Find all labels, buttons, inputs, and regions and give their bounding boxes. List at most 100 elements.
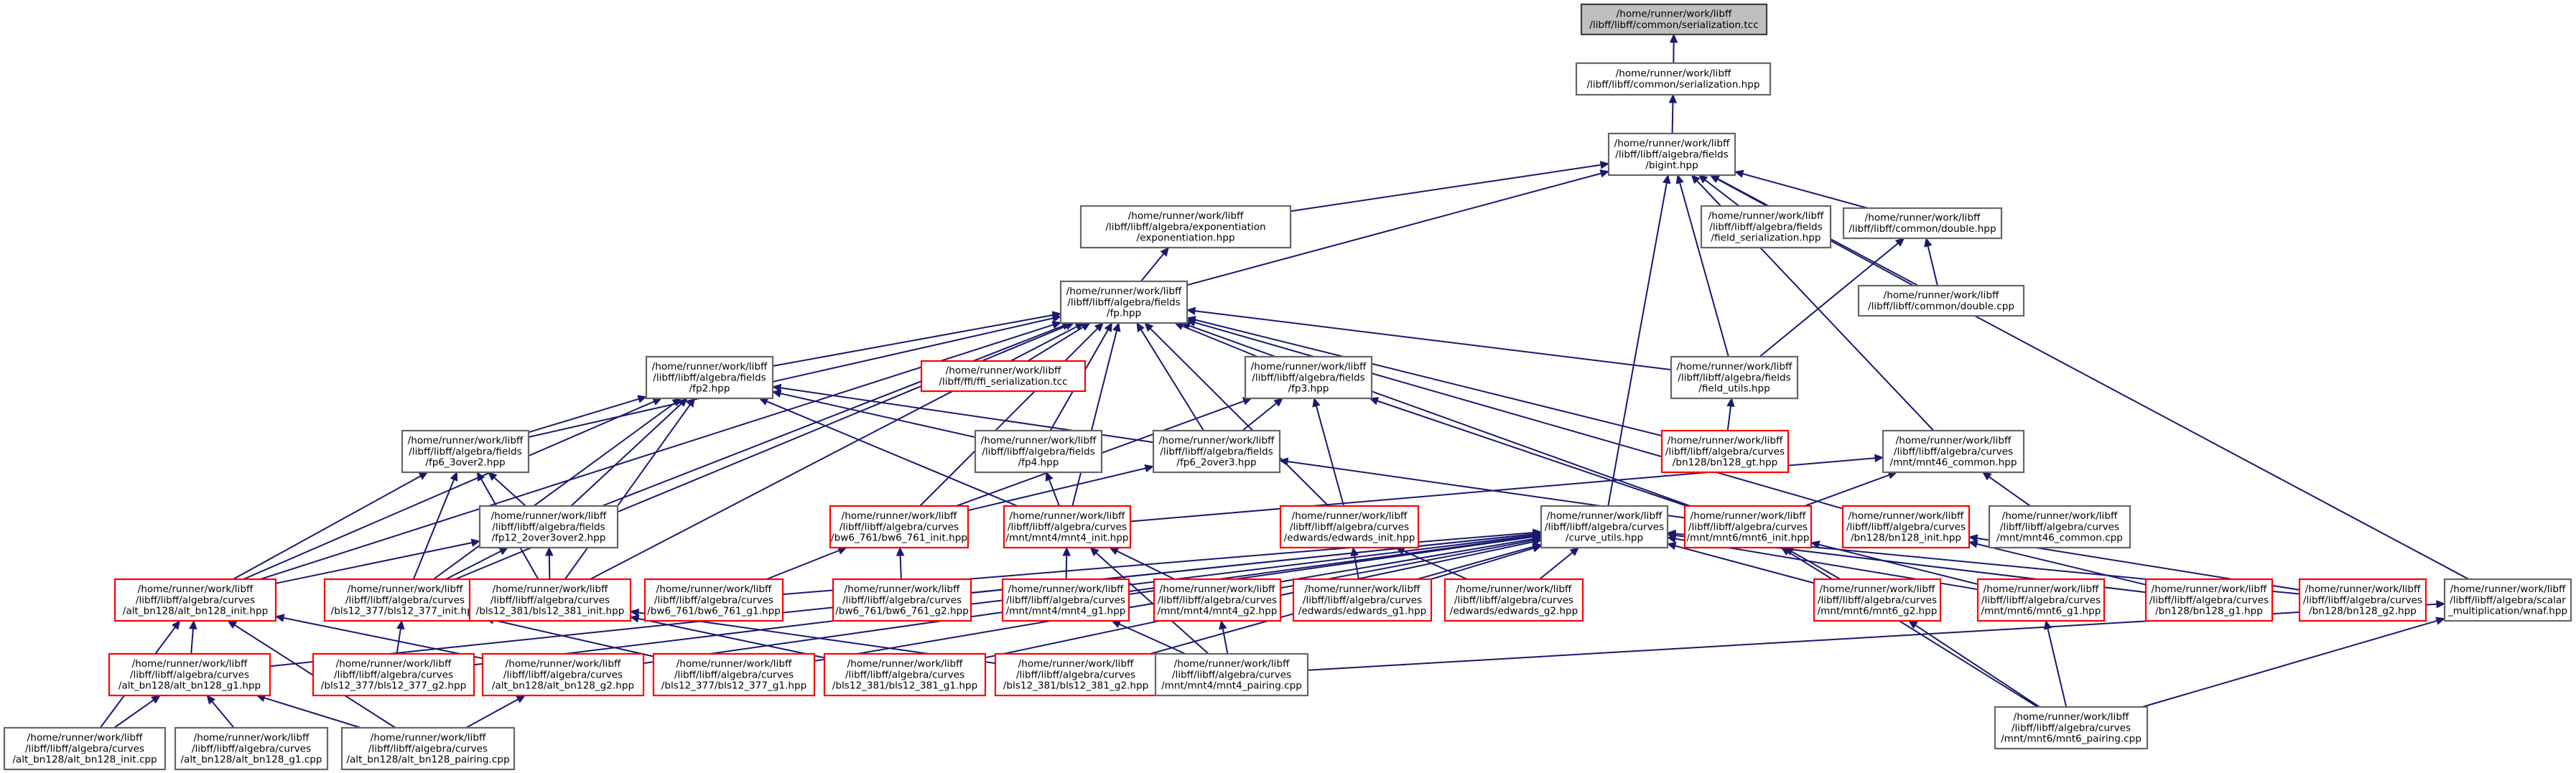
node-exponentiation-hpp[interactable]: /home/runner/work/libff/libff/libff/alge…	[1079, 205, 1292, 249]
node-fp6-3over2-hpp[interactable]: /home/runner/work/libff/libff/libff/alge…	[401, 429, 530, 474]
node-mnt6-init-hpp[interactable]: /home/runner/work/libff/libff/libff/alge…	[1683, 505, 1813, 549]
node-field-utils-hpp[interactable]: /home/runner/work/libff/libff/libff/alge…	[1670, 355, 1799, 400]
node-bigint-hpp[interactable]: /home/runner/work/libff/libff/libff/alge…	[1607, 132, 1736, 177]
edge-line	[1181, 325, 1258, 357]
edge-line	[1742, 173, 1868, 209]
edge-line	[766, 400, 1018, 507]
node-mnt4-g2-hpp[interactable]: /home/runner/work/libff/libff/libff/alge…	[1153, 578, 1282, 622]
node-label-line: /libff/libff/algebra/curves	[1665, 446, 1785, 457]
edge-line	[1791, 551, 1841, 580]
node-box	[2144, 578, 2274, 622]
node-fp4-hpp[interactable]: /home/runner/work/libff/libff/libff/alge…	[974, 429, 1103, 474]
node-edwards-g2-hpp[interactable]: /home/runner/work/libff/libff/libff/alge…	[1443, 578, 1584, 622]
node-box	[174, 726, 329, 771]
node-bn128-gt-hpp[interactable]: /home/runner/work/libff/libff/libff/alge…	[1660, 429, 1790, 474]
node-bw6-761-g2-hpp[interactable]: /home/runner/work/libff/libff/libff/alge…	[832, 578, 972, 622]
node-label-line: /home/runner/work/libff	[847, 658, 963, 670]
node-double-cpp[interactable]: /home/runner/work/libff/libff/libff/comm…	[1857, 284, 2025, 317]
node-label-line: /libff/libff/algebra/fields	[492, 521, 605, 533]
node-bw6-761-g1-hpp[interactable]: /home/runner/work/libff/libff/libff/alge…	[643, 578, 784, 622]
edge-fp12-2over3over2-hpp-to-fp2-hpp	[570, 398, 688, 507]
node-edwards-init-hpp[interactable]: /home/runner/work/libff/libff/libff/alge…	[1279, 505, 1420, 549]
node-box	[823, 652, 987, 697]
node-edwards-g1-hpp[interactable]: /home/runner/work/libff/libff/libff/alge…	[1292, 578, 1433, 622]
edge-line	[548, 555, 551, 580]
node-label-line: /libff/libff/common/double.hpp	[1849, 223, 1996, 235]
node-mnt6-pairing-cpp[interactable]: /home/runner/work/libff/libff/libff/alge…	[1994, 706, 2149, 750]
node-alt-bn128-init-hpp[interactable]: /home/runner/work/libff/libff/libff/alge…	[113, 578, 277, 622]
node-bls12-381-g1-hpp[interactable]: /home/runner/work/libff/libff/libff/alge…	[823, 652, 987, 697]
node-mnt4-g1-hpp[interactable]: /home/runner/work/libff/libff/libff/alge…	[1001, 578, 1130, 622]
node-label-line: /libff/libff/algebra/curves	[1016, 669, 1135, 680]
node-field-serialization-hpp[interactable]: /home/runner/work/libff/libff/libff/alge…	[1700, 205, 1832, 249]
edge-line	[967, 467, 1146, 512]
node-mnt4-pairing-cpp[interactable]: /home/runner/work/libff/libff/libff/alge…	[1154, 652, 1309, 697]
node-mnt46-common-hpp[interactable]: /home/runner/work/libff/libff/libff/alge…	[1882, 429, 2025, 474]
edge-mnt4-pairing-cpp-to-mnt4-g2-hpp	[1219, 619, 1229, 655]
edge-line	[528, 398, 639, 434]
edge-bls12-377-init-hpp-to-fp2-hpp	[433, 398, 682, 580]
node-label-line: /home/runner/work/libff	[1066, 286, 1182, 297]
node-curve-utils-hpp[interactable]: /home/runner/work/libff/libff/libff/alge…	[1540, 505, 1669, 549]
node-label-line: /bls12_377/bls12_377_g2.hpp	[321, 680, 467, 691]
node-label-line: /libff/libff/algebra/curves	[1303, 594, 1422, 606]
node-alt-bn128-g1-cpp[interactable]: /home/runner/work/libff/libff/libff/alge…	[174, 726, 329, 771]
edge-line	[396, 628, 401, 655]
node-mnt6-g2-hpp[interactable]: /home/runner/work/libff/libff/libff/alge…	[1813, 578, 1942, 622]
node-bls12-381-init-hpp[interactable]: /home/runner/work/libff/libff/libff/alge…	[468, 578, 632, 622]
node-box	[920, 360, 1087, 393]
node-bw6-761-init-hpp[interactable]: /home/runner/work/libff/libff/libff/alge…	[829, 505, 970, 549]
node-box	[1079, 205, 1292, 249]
node-bls12-377-g2-hpp[interactable]: /home/runner/work/libff/libff/libff/alge…	[312, 652, 475, 697]
node-fp2-hpp[interactable]: /home/runner/work/libff/libff/libff/alge…	[645, 355, 774, 400]
arrowhead	[274, 614, 285, 622]
edge-bw6-761-init-hpp-to-fp6-2over3-hpp	[967, 464, 1155, 512]
node-fp3-hpp[interactable]: /home/runner/work/libff/libff/libff/alge…	[1244, 355, 1373, 400]
node-mnt4-init-hpp[interactable]: /home/runner/work/libff/libff/libff/alge…	[1003, 505, 1132, 549]
node-layer: /home/runner/work/libff/libff/libff/comm…	[3, 3, 2572, 771]
node-fp6-2over3-hpp[interactable]: /home/runner/work/libff/libff/libff/alge…	[1152, 429, 1281, 474]
node-ffi-serialization-tcc[interactable]: /home/runner/work/libff/libff/ffi/ffi_se…	[920, 360, 1087, 393]
node-label-line: /home/runner/work/libff	[1159, 435, 1275, 446]
node-bls12-381-g2-hpp[interactable]: /home/runner/work/libff/libff/libff/alge…	[994, 652, 1158, 697]
edge-bn128-init-hpp-to-fp-hpp	[1186, 318, 1843, 510]
node-bn128-init-hpp[interactable]: /home/runner/work/libff/libff/libff/alge…	[1841, 505, 1971, 549]
edge-line	[190, 628, 194, 655]
node-wnaf-hpp[interactable]: /home/runner/work/libff/libff/libff/alge…	[2443, 578, 2572, 622]
node-bls12-377-g1-hpp[interactable]: /home/runner/work/libff/libff/libff/alge…	[652, 652, 816, 697]
node-double-hpp[interactable]: /home/runner/work/libff/libff/libff/comm…	[1842, 207, 2003, 240]
arrowhead	[1710, 174, 1721, 183]
node-label-line: _multiplication/wnaf.hpp	[2447, 605, 2567, 617]
node-alt-bn128-pairing-cpp[interactable]: /home/runner/work/libff/libff/libff/alge…	[340, 726, 516, 771]
node-bn128-g2-hpp[interactable]: /home/runner/work/libff/libff/libff/alge…	[2298, 578, 2427, 622]
node-label-line: /home/runner/work/libff	[1668, 435, 1783, 446]
node-alt-bn128-init-cpp[interactable]: /home/runner/work/libff/libff/libff/alge…	[3, 726, 167, 771]
node-box	[1994, 706, 2149, 750]
edge-curve-utils-hpp-to-bigint-hpp	[1607, 174, 1671, 507]
node-label-line: /libff/libff/algebra/fields	[1709, 221, 1822, 233]
edge-line	[275, 542, 473, 584]
node-serialization-hpp[interactable]: /home/runner/work/libff/libff/libff/comm…	[1575, 62, 1772, 96]
arrowhead	[652, 398, 663, 406]
node-label-line: /home/runner/work/libff	[348, 584, 463, 595]
node-bn128-g1-hpp[interactable]: /home/runner/work/libff/libff/libff/alge…	[2144, 578, 2274, 622]
node-mnt46-common-cpp[interactable]: /home/runner/work/libff/libff/libff/alge…	[1988, 505, 2131, 549]
node-label-line: /home/runner/work/libff	[138, 584, 254, 595]
edge-line	[2142, 619, 2437, 708]
node-bls12-377-init-hpp[interactable]: /home/runner/work/libff/libff/libff/alge…	[323, 578, 487, 622]
node-label-line: /libff/libff/algebra/curves	[136, 594, 255, 606]
node-mnt6-g1-hpp[interactable]: /home/runner/work/libff/libff/libff/alge…	[1976, 578, 2106, 622]
node-label-line: /home/runner/work/libff	[2014, 711, 2129, 723]
arrowhead	[1599, 161, 1610, 169]
node-alt-bn128-g1-hpp[interactable]: /home/runner/work/libff/libff/libff/alge…	[108, 652, 271, 697]
arrowhead	[1663, 174, 1671, 184]
node-label-line: /home/runner/work/libff	[336, 658, 452, 670]
node-alt-bn128-g2-hpp[interactable]: /home/runner/work/libff/libff/libff/alge…	[481, 652, 645, 697]
arrowhead	[1144, 322, 1154, 332]
node-box	[1670, 355, 1799, 400]
edge-bw6-761-init-hpp-to-fp-hpp	[919, 322, 1104, 507]
node-fp-hpp[interactable]: /home/runner/work/libff/libff/libff/alge…	[1059, 280, 1189, 324]
node-label-line: /home/runner/work/libff	[1018, 658, 1134, 670]
node-fp12-2over3over2-hpp[interactable]: /home/runner/work/libff/libff/libff/alge…	[478, 505, 619, 549]
node-label-line: /libff/libff/common/double.cpp	[1868, 301, 2014, 312]
